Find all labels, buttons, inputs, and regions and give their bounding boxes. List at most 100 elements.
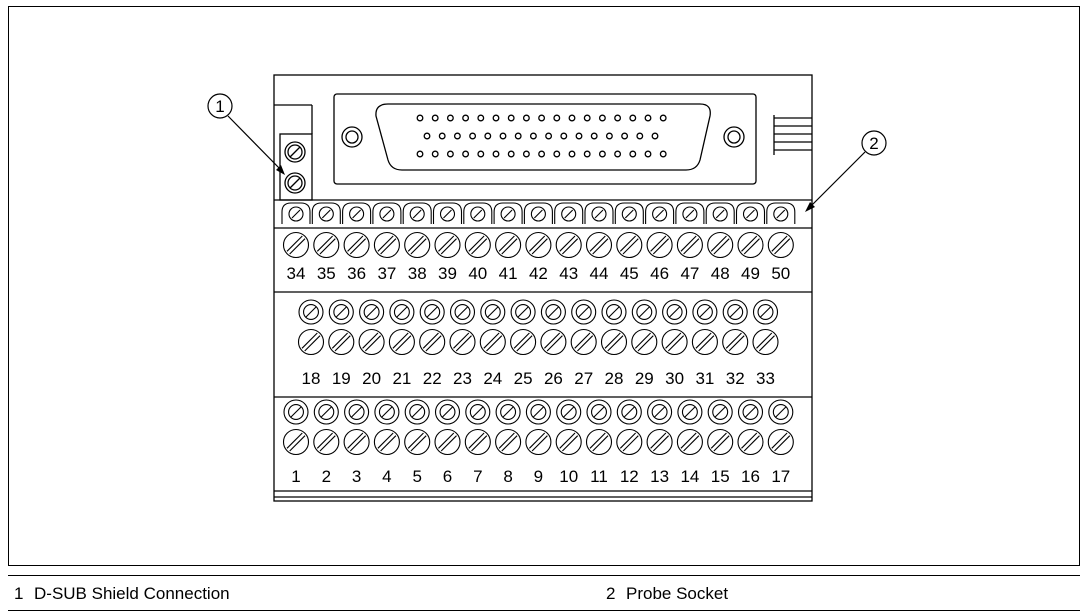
screw-terminal-bottom — [616, 428, 643, 456]
screw-terminal-bottom-slot — [622, 435, 639, 452]
mount-hole-right — [723, 126, 745, 148]
connector-pin — [462, 150, 470, 158]
terminal-number-label: 21 — [392, 369, 411, 388]
connector-pin — [644, 114, 652, 122]
screw-terminal-bottom-slot — [619, 432, 636, 449]
screw-terminal-middle — [388, 328, 415, 356]
terminal-number-label: 36 — [347, 264, 366, 283]
terminal-number-label: 7 — [473, 467, 482, 486]
screw-terminal-bottom-slot — [347, 432, 364, 449]
screw-terminal-bottom — [585, 428, 613, 456]
screw-cap-middle-slot — [396, 306, 408, 318]
mount-hole-right-inner — [727, 130, 741, 144]
screw-cap-middle — [571, 299, 597, 325]
screw-terminal-bottom-slot — [652, 435, 669, 452]
terminal-number-label: 19 — [332, 369, 351, 388]
screw-cap-bottom-inner — [742, 404, 759, 420]
probe-socket-housing — [523, 202, 553, 224]
screw-terminal-top — [646, 231, 673, 259]
shield-screw-inner — [287, 144, 303, 160]
screw-cap-middle — [298, 299, 324, 325]
screw-cap-bottom-slot — [593, 406, 605, 418]
terminal-number-label: 45 — [620, 264, 639, 283]
screw-cap-middle — [449, 299, 476, 325]
screw-terminal-top-slot — [407, 235, 424, 252]
screw-terminal-top — [585, 231, 613, 259]
screw-terminal-middle-slot — [728, 335, 745, 352]
probe-socket-slot — [412, 209, 422, 219]
screw-cap-bottom-inner — [500, 404, 517, 420]
callout-number-1: 1 — [215, 97, 224, 116]
screw-terminal-top-slot — [319, 238, 336, 255]
probe-socket — [712, 206, 728, 222]
screw-terminal-top-slot — [562, 238, 579, 255]
connector-pin — [431, 114, 439, 122]
screw-terminal-bottom — [555, 428, 582, 456]
screw-cap-bottom-inner — [439, 404, 456, 420]
screw-terminal-middle — [600, 328, 628, 356]
figure-frame — [8, 6, 1080, 566]
callouts: 1 2 — [207, 93, 887, 212]
probe-socket — [773, 206, 789, 222]
screw-cap-bottom — [404, 399, 430, 425]
mount-hole-left — [341, 126, 363, 148]
shield-screw — [284, 172, 306, 194]
connector-pin — [598, 150, 606, 158]
probe-socket — [288, 206, 304, 222]
screw-cap-middle-inner — [575, 304, 592, 320]
probe-socket-housing — [281, 202, 311, 224]
callout-arrowhead-1 — [276, 165, 285, 175]
connector-pin — [659, 150, 667, 158]
screw-terminal-middle — [297, 328, 325, 356]
connector-pin — [514, 132, 522, 140]
screw-terminal-top-slot — [468, 235, 485, 252]
probe-socket-slot — [321, 209, 331, 219]
screw-cap-bottom-slot — [441, 406, 454, 418]
screw-terminal-middle-slot — [516, 335, 533, 352]
screw-terminal-top — [404, 231, 431, 259]
terminal-number-label: 5 — [412, 467, 421, 486]
terminal-number-label: 4 — [382, 467, 391, 486]
screw-terminal-middle-slot — [334, 335, 351, 352]
screw-terminal-top-slot — [501, 238, 518, 255]
screw-cap-middle — [419, 299, 445, 325]
screw-cap-middle-slot — [547, 306, 560, 318]
screw-terminal-middle — [540, 328, 567, 356]
terminal-number-label: 2 — [322, 467, 331, 486]
screw-terminal-top-slot — [683, 238, 700, 255]
screw-terminal-bottom-slot — [377, 432, 394, 449]
screw-terminal-top-slot — [349, 238, 366, 255]
terminal-number-label: 15 — [711, 467, 730, 486]
connector-pin — [568, 150, 576, 158]
screw-terminal-bottom-slot — [562, 435, 579, 452]
connector-pin — [477, 150, 485, 158]
screw-cap-bottom-slot — [320, 406, 333, 418]
connector-pin — [507, 150, 515, 158]
screw-terminal-bottom-slot — [774, 435, 791, 452]
probe-socket-slot — [352, 209, 361, 219]
probe-socket-housing — [735, 202, 766, 224]
probe-socket-slot — [594, 209, 604, 219]
screw-terminal-middle — [631, 328, 658, 356]
screw-cap-bottom — [465, 399, 491, 425]
connector-pin — [605, 132, 613, 140]
screw-cap-bottom-slot — [502, 406, 514, 418]
screw-cap-middle — [722, 299, 748, 325]
screw-terminal-top-slot — [410, 238, 427, 255]
screw-terminal-bottom-slot — [380, 435, 397, 452]
screw-terminal-top-slot — [650, 235, 667, 252]
connector-pin — [453, 132, 461, 140]
probe-socket — [470, 206, 486, 222]
screw-cap-middle — [480, 299, 506, 325]
screw-cap-bottom-slot — [411, 406, 423, 418]
legend-label-1: D-SUB Shield Connection — [34, 584, 230, 603]
connector-pin — [629, 150, 637, 158]
probe-socket — [500, 206, 516, 222]
probe-socket — [652, 206, 668, 222]
probe-socket-housing — [766, 202, 796, 224]
screw-cap-middle-inner — [636, 304, 653, 320]
screw-terminal-middle — [358, 328, 385, 356]
screw-terminal-top-slot — [619, 235, 636, 252]
screw-terminal-bottom — [313, 428, 340, 456]
